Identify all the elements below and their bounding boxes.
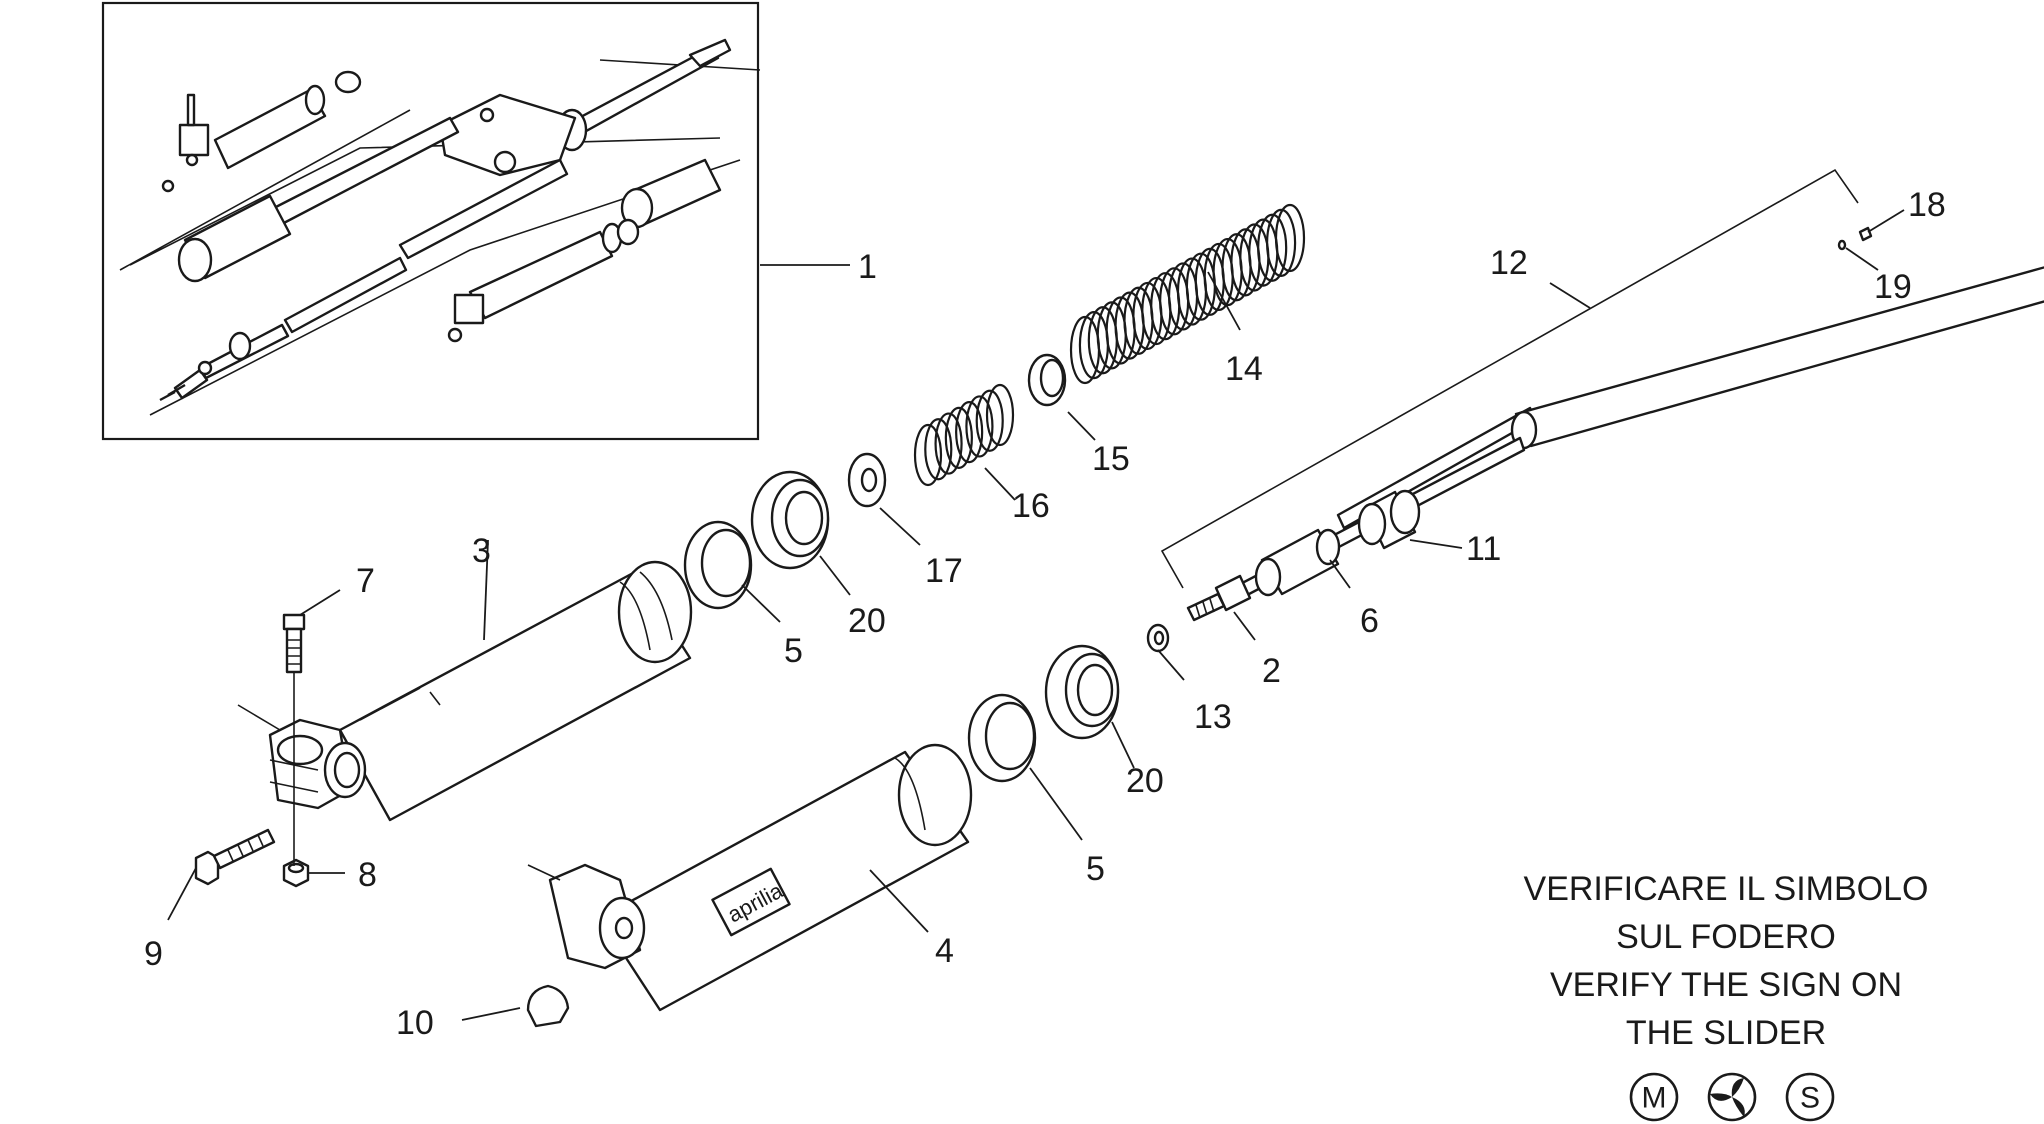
callout-20-upper: 20 — [848, 602, 886, 640]
note-line-2: SUL FODERO — [1616, 918, 1836, 956]
note-line-1: VERIFICARE IL SIMBOLO — [1524, 870, 1929, 908]
part-15-spacer — [1027, 353, 1067, 407]
spring-coil — [1221, 233, 1252, 302]
damper-cartridge-drawing — [1186, 266, 2044, 622]
svg-text:M: M — [1642, 1082, 1667, 1115]
part-5-ring-upper — [683, 520, 753, 610]
part-18-19-pins — [1837, 226, 1873, 251]
spring-coil — [1265, 208, 1297, 277]
spring-coil — [1167, 262, 1199, 331]
spring-coil — [1105, 296, 1136, 365]
callout-20-lower: 20 — [1126, 762, 1164, 800]
spring-coil — [1078, 311, 1110, 380]
spring-coil — [913, 423, 943, 487]
callout-17: 17 — [925, 552, 963, 590]
callout-labels: 1 2 3 4 5 5 6 7 8 9 10 11 12 13 14 15 16… — [144, 186, 1946, 1042]
callout-4: 4 — [935, 932, 954, 970]
spring-coil — [1185, 252, 1216, 321]
part-9-bolt — [194, 828, 276, 886]
verify-sign-note: VERIFICARE IL SIMBOLO SUL FODERO VERIFY … — [1524, 870, 1929, 1052]
spring-coil — [1212, 237, 1243, 307]
callout-8: 8 — [358, 856, 377, 894]
spring-coil — [1274, 203, 1306, 273]
spring-coil — [955, 401, 984, 464]
part-20-seal-lower — [1044, 644, 1120, 740]
callout-15: 15 — [1092, 440, 1130, 478]
callout-16: 16 — [1012, 487, 1050, 525]
spring-coil — [965, 395, 994, 458]
spring-coil — [1123, 286, 1154, 355]
callout-7: 7 — [356, 562, 375, 600]
part-5-ring-lower — [967, 693, 1037, 783]
part-16-short-spring — [913, 383, 1015, 487]
spring-coil — [1096, 301, 1127, 370]
spring-coil — [1087, 306, 1118, 375]
spring-coil — [1230, 228, 1261, 297]
spring-coil — [1257, 213, 1288, 282]
assembly-inset — [101, 1, 761, 441]
spring-coil — [975, 389, 1004, 452]
symbol-m: M — [1629, 1072, 1679, 1122]
part-13-washer — [1146, 623, 1170, 653]
part-17-washer — [847, 452, 887, 508]
spring-coil — [944, 406, 973, 469]
callout-11: 11 — [1466, 530, 1501, 568]
part-10-cap-nut — [526, 984, 570, 1028]
callout-14: 14 — [1225, 350, 1263, 388]
spring-coil — [1248, 218, 1279, 287]
symbol-s: S — [1785, 1072, 1835, 1122]
part-3-left-slider — [237, 560, 693, 822]
callout-2: 2 — [1262, 652, 1281, 690]
spring-coil — [934, 412, 963, 475]
spring-coil — [1176, 257, 1208, 326]
callout-13: 13 — [1194, 698, 1232, 736]
triskelion-icon — [1707, 1072, 1757, 1122]
spring-coil — [1069, 315, 1101, 385]
note-line-3: VERIFY THE SIGN ON — [1550, 966, 1902, 1004]
spring-coil — [1239, 223, 1270, 292]
slider-symbols: M S — [1629, 1072, 1835, 1122]
spring-coil — [1194, 247, 1225, 316]
spring-coil — [1132, 281, 1163, 351]
callout-9: 9 — [144, 935, 163, 973]
spring-coil — [1141, 276, 1172, 346]
leader-lines — [167, 209, 1905, 1021]
svg-text:S: S — [1800, 1082, 1820, 1115]
callout-19: 19 — [1874, 268, 1912, 306]
callout-5-upper: 5 — [784, 632, 803, 670]
part-8-nut — [282, 858, 310, 888]
callout-10: 10 — [396, 1004, 434, 1042]
spring-coil — [1150, 272, 1181, 341]
spring-coil — [924, 418, 953, 481]
part-7-bolt — [282, 613, 306, 674]
callout-3: 3 — [472, 532, 491, 570]
spring-coil — [1114, 291, 1145, 360]
callout-5-lower: 5 — [1086, 850, 1105, 888]
spring-coil — [1203, 242, 1234, 312]
part-14-long-spring — [1069, 203, 1306, 385]
spring-coil — [1159, 267, 1190, 336]
part-4-right-slider: aprilia — [527, 743, 973, 1012]
callout-6: 6 — [1360, 602, 1379, 640]
callout-18: 18 — [1908, 186, 1946, 224]
note-line-4: THE SLIDER — [1626, 1014, 1826, 1052]
spring-coil — [985, 383, 1015, 447]
callout-1: 1 — [858, 248, 877, 286]
callout-12: 12 — [1490, 244, 1528, 282]
part-20-seal-upper — [750, 470, 830, 570]
